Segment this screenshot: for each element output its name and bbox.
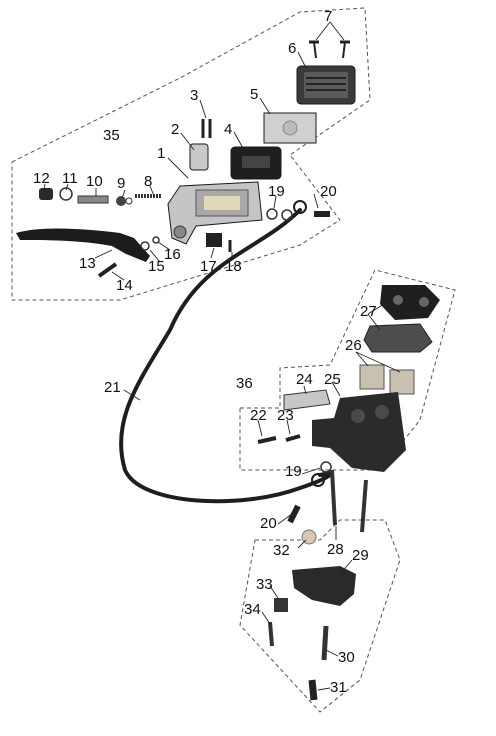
callout-2: 2 [171, 121, 179, 138]
callout-4: 4 [224, 121, 232, 138]
brake-lever-13 [16, 228, 150, 262]
pad-spring-24 [283, 389, 331, 411]
callout-21: 21 [104, 379, 121, 396]
bleed-cap-23 [285, 434, 301, 442]
bushing-2 [189, 143, 209, 171]
callout-13: 13 [79, 255, 96, 272]
callout-6: 6 [288, 40, 296, 57]
caliper-bracket-29 [292, 566, 356, 606]
callout-19-bottom: 19 [285, 463, 302, 480]
callout-28: 28 [327, 541, 344, 558]
bolt-20-lower [287, 504, 301, 524]
callout-36: 36 [236, 375, 253, 392]
caliper-body-25 [312, 392, 406, 472]
callout-18: 18 [225, 258, 242, 275]
bolt-30 [321, 625, 329, 661]
callout-12: 12 [33, 170, 50, 187]
callout-5: 5 [250, 86, 258, 103]
callout-23: 23 [277, 407, 294, 424]
bolt-34 [268, 621, 274, 647]
bleed-screw-22 [257, 436, 277, 444]
diaphragm-4 [230, 146, 282, 180]
leader-lines [43, 21, 401, 691]
pistons-26 [359, 364, 415, 395]
washer-19-lower [320, 461, 332, 473]
hose-ring-bottom [311, 473, 325, 487]
piston-parts-8-12 [39, 187, 162, 206]
callout-17: 17 [200, 258, 217, 275]
callout-7: 7 [324, 8, 332, 25]
screws-7 [309, 40, 350, 59]
callout-35: 35 [103, 127, 120, 144]
callout-8: 8 [144, 173, 152, 190]
callout-32: 32 [273, 542, 290, 559]
callout-15: 15 [148, 258, 165, 275]
brake-hose [119, 208, 333, 504]
callout-31: 31 [330, 679, 347, 696]
pivot-bolt-14 [97, 262, 118, 278]
reservoir-cover-assembly [296, 65, 356, 105]
bolts-3 [201, 119, 212, 138]
bracket-27 [380, 285, 440, 320]
callout-33: 33 [256, 576, 273, 593]
callout-24: 24 [296, 371, 313, 388]
nut-33 [274, 598, 288, 612]
callout-26: 26 [345, 337, 362, 354]
callout-34: 34 [244, 601, 261, 618]
group-outline-35 [11, 7, 371, 301]
bolt-31 [308, 679, 318, 701]
callout-29: 29 [352, 547, 369, 564]
brake-pads-27 [363, 323, 433, 353]
callout-1: 1 [157, 145, 165, 162]
callout-20-bottom: 20 [260, 515, 277, 532]
washer-16 [152, 236, 160, 244]
group-outline-lower [239, 519, 401, 713]
callout-25: 25 [324, 371, 341, 388]
switch-17 [206, 233, 222, 247]
callout-11: 11 [62, 170, 78, 187]
callout-22: 22 [250, 407, 267, 424]
hose-ring-top [293, 200, 307, 214]
callout-9: 9 [117, 175, 125, 192]
callout-27: 27 [360, 303, 377, 320]
callout-16: 16 [164, 246, 181, 263]
callout-19-top: 19 [268, 183, 285, 200]
master-cylinder-body-1 [167, 181, 263, 245]
group-outline-36 [239, 269, 456, 471]
callout-20-top: 20 [320, 183, 337, 200]
caliper-bolts-28 [330, 469, 368, 533]
callout-14: 14 [116, 277, 133, 294]
callout-10: 10 [86, 173, 103, 190]
washer-15 [140, 241, 150, 251]
banjo-washers-19 [266, 208, 293, 221]
callout-30: 30 [338, 649, 355, 666]
callout-3: 3 [190, 87, 198, 104]
